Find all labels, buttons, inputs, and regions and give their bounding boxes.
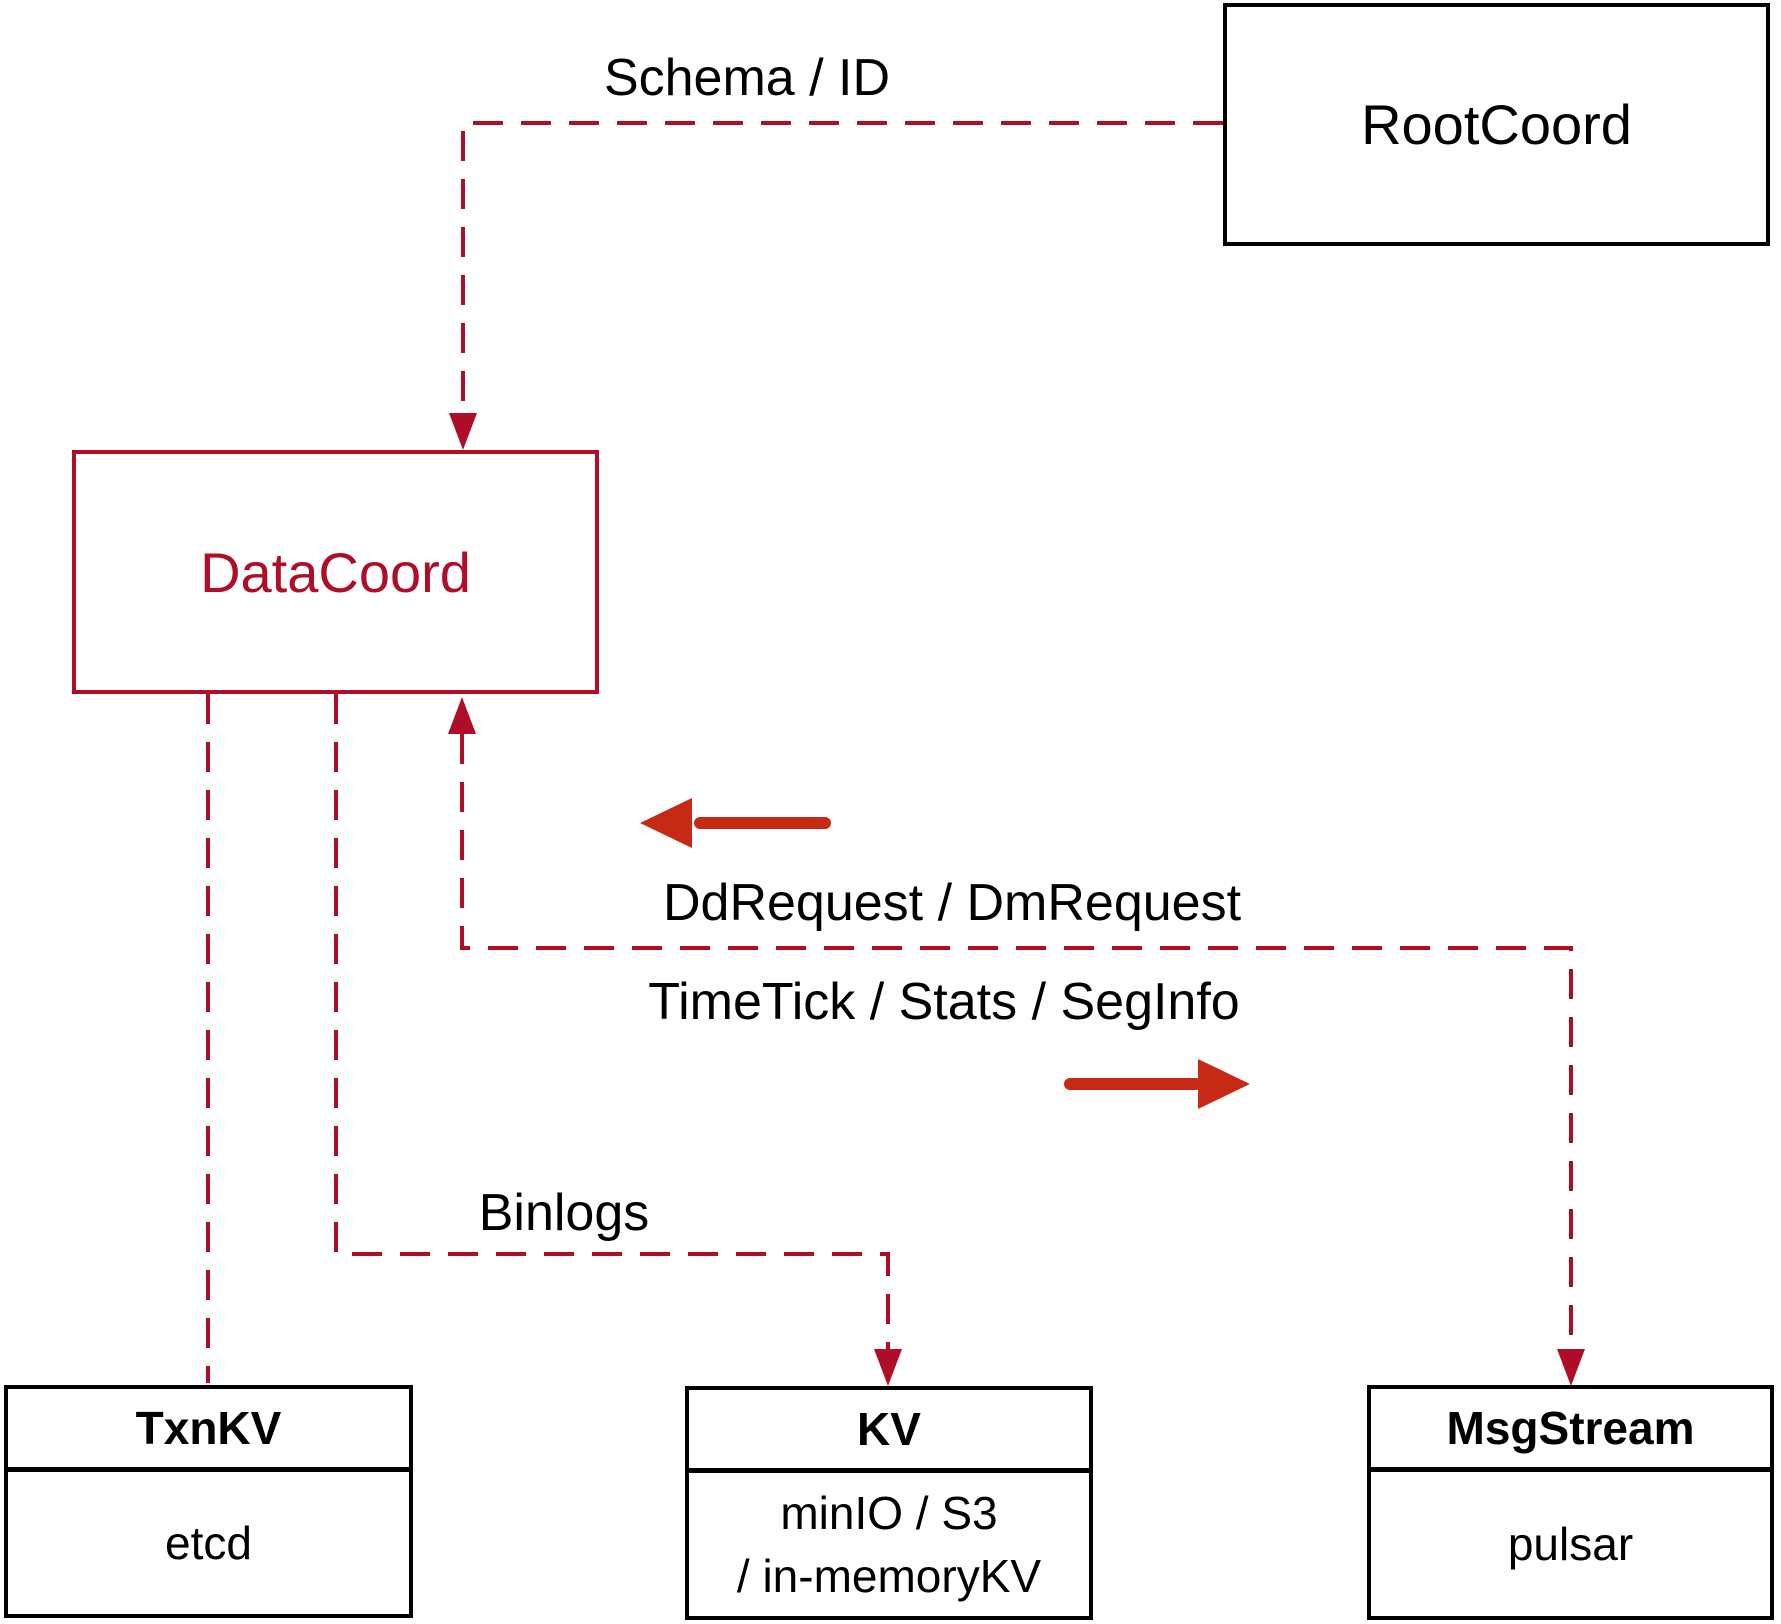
arrowhead-down-icon: [874, 1349, 902, 1386]
arrow-right-icon: [1064, 1059, 1250, 1109]
arrowhead-down-icon: [1557, 1349, 1585, 1386]
arrowhead-down-icon: [449, 413, 477, 450]
kv-body-line2: / in-memoryKV: [736, 1549, 1042, 1602]
datacoord-label: DataCoord: [200, 540, 471, 604]
edge-schema-id: [461, 121, 1223, 414]
node-txnkv: TxnKV etcd: [4, 1385, 413, 1618]
txnkv-body-label: etcd: [165, 1516, 252, 1569]
edge-label-timetick: TimeTick / Stats / SegInfo: [648, 973, 1240, 1031]
msgstream-body-label: pulsar: [1507, 1517, 1634, 1570]
kv-title: KV: [689, 1390, 1089, 1473]
edge-label-schema-id: Schema / ID: [603, 49, 891, 107]
edge-label-binlogs: Binlogs: [478, 1184, 650, 1242]
arrowhead-up-icon: [448, 697, 476, 734]
node-datacoord: DataCoord: [72, 450, 599, 694]
kv-body-line1: minIO / S3: [780, 1487, 998, 1540]
edge-requests-msgstream: [460, 734, 1573, 1349]
node-kv: KV minIO / S3 / in-memoryKV: [685, 1386, 1093, 1620]
txnkv-title: TxnKV: [8, 1389, 409, 1472]
node-rootcoord: RootCoord: [1223, 3, 1770, 246]
edge-label-ddrequest: DdRequest / DmRequest: [662, 874, 1242, 932]
node-msgstream: MsgStream pulsar: [1367, 1385, 1774, 1620]
msgstream-title: MsgStream: [1371, 1389, 1770, 1472]
rootcoord-label: RootCoord: [1361, 93, 1632, 156]
edge-binlogs: [334, 694, 890, 1349]
arrow-left-icon: [640, 798, 831, 848]
